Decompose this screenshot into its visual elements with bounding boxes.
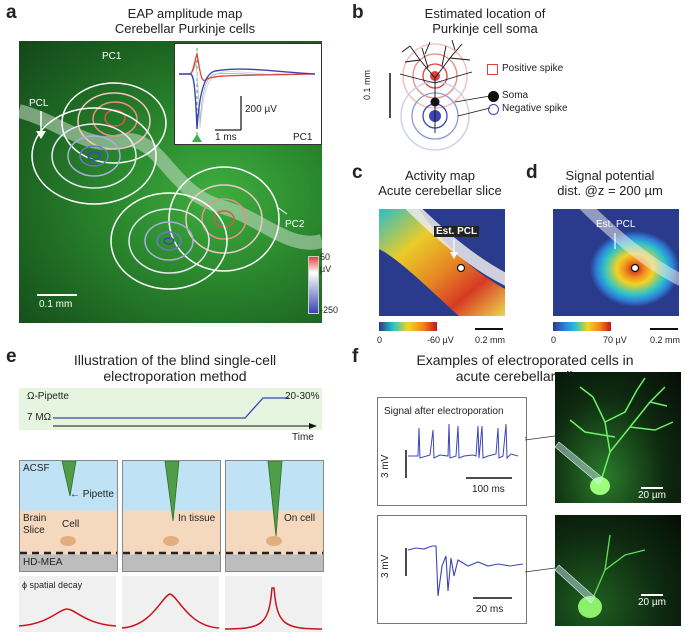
panel-d-letter: d xyxy=(526,162,538,183)
spike-waveform-inset: 200 µV 1 ms PC1 xyxy=(174,43,322,145)
trace2-time: 20 ms xyxy=(476,604,504,615)
legend-positive-icon xyxy=(487,64,498,75)
activity-colorbar xyxy=(379,322,437,331)
signal-cb-min: 0 xyxy=(551,335,557,345)
spike-waveforms xyxy=(179,48,316,142)
stage-on-cell: On cell xyxy=(225,460,324,572)
panel-b-title: Estimated location of Purkinje cell soma xyxy=(375,6,595,36)
colorbar-min: -250 xyxy=(320,305,339,315)
colorbar-max: 50 xyxy=(320,252,331,262)
panel-b-title-line1: Estimated location of xyxy=(424,6,546,21)
eap-amplitude-map: PC1 PC2 PCL 0.1 mm 200 µV 1 ms PC1 xyxy=(19,41,322,323)
trace1-voltage: 3 mV xyxy=(380,454,391,478)
panel-a-title: EAP amplitude map Cerebellar Purkinje ce… xyxy=(70,6,300,36)
time-label: Time xyxy=(292,432,314,443)
panel-c-title: Activity map Acute cerebellar slice xyxy=(360,168,520,198)
panel-b-title-line2: Purkinje cell soma xyxy=(432,21,538,36)
activity-map: Est. PCL xyxy=(379,209,505,316)
increase-label: 20-30% xyxy=(285,391,320,402)
legend-positive: Positive spike xyxy=(502,63,564,74)
soma-location-diagram xyxy=(389,39,491,151)
activity-est-pcl: Est. PCL xyxy=(434,226,480,237)
stage-approach: ACSF ← Pipette Brain Slice Cell HD-MEA xyxy=(19,460,118,572)
panel-a-title-line1: EAP amplitude map xyxy=(127,6,243,21)
panel-b-letter: b xyxy=(352,2,364,23)
stage-in-tissue: In tissue xyxy=(122,460,221,572)
panel-c-title-line2: Acute cerebellar slice xyxy=(378,183,502,198)
activity-scale: 0.2 mm xyxy=(475,335,506,345)
pipette-arrow-text: Pipette xyxy=(82,489,114,500)
panel-d-title: Signal potential dist. @z = 200 µm xyxy=(535,168,685,198)
panel-e-letter: e xyxy=(6,346,17,367)
inset-label: PC1 xyxy=(293,132,313,143)
link-line-1 xyxy=(525,435,555,441)
fluorescence-image-2: 20 µm xyxy=(555,515,681,626)
on-cell-label: On cell xyxy=(284,513,316,524)
signal-potential-map: Est. PCL xyxy=(553,209,679,316)
decay-plot-1: ϕ spatial decay xyxy=(19,576,116,632)
hdmea-label: HD-MEA xyxy=(23,557,63,568)
trace1-time: 100 ms xyxy=(472,484,505,495)
pc2-label: PC2 xyxy=(285,219,305,230)
fluorescence-image-1: 20 µm xyxy=(555,372,681,503)
acsf-label: ACSF xyxy=(23,463,50,474)
inset-voltage: 200 µV xyxy=(245,104,277,115)
legend-negative: Negative spike xyxy=(502,103,568,114)
pcl-label: PCL xyxy=(29,98,49,109)
decay-label: ϕ spatial decay xyxy=(22,580,83,590)
signal-colorbar xyxy=(553,322,611,331)
brain-label-1: Brain xyxy=(23,513,47,524)
panel-d-title-line1: Signal potential xyxy=(565,168,655,183)
eap-contours xyxy=(19,82,322,296)
colorbar-unit: µV xyxy=(320,264,332,274)
decay-plot-2 xyxy=(122,576,219,632)
panel-c-title-line1: Activity map xyxy=(404,168,476,183)
activity-cb-min: 0 xyxy=(377,335,383,345)
signal-est-pcl: Est. PCL xyxy=(596,219,636,230)
signal-scale: 0.2 mm xyxy=(650,335,681,345)
inset-time: 1 ms xyxy=(215,132,237,143)
scale-bar-label: 0.1 mm xyxy=(39,299,73,310)
eap-colorbar xyxy=(308,256,319,314)
signal-title: Signal after electroporation xyxy=(384,406,504,417)
panel-f-title-line1: Examples of electroporated cells in xyxy=(416,352,634,368)
resistance-timeline: Ω-Pipette 7 MΩ 20-30% xyxy=(19,388,322,430)
legend-negative-icon xyxy=(488,104,499,115)
legend-soma-icon xyxy=(488,91,499,102)
cell-label: Cell xyxy=(62,519,80,530)
panel-b-scale: 0.1 mm xyxy=(362,69,372,100)
trace-box-2: 3 mV 20 ms xyxy=(377,515,527,624)
pc1-label: PC1 xyxy=(102,51,122,62)
in-tissue-label: In tissue xyxy=(178,513,216,524)
brain-label-2: Slice xyxy=(23,525,45,536)
signal-scale-line xyxy=(650,328,678,330)
panel-e-title: Illustration of the blind single-cell el… xyxy=(20,352,330,384)
image1-scale: 20 µm xyxy=(638,490,666,501)
legend-soma: Soma xyxy=(502,90,529,101)
trace2-voltage: 3 mV xyxy=(380,554,391,578)
panel-f-letter: f xyxy=(352,346,359,367)
pipette-arrow-label: ← Pipette xyxy=(70,489,114,500)
image2-scale: 20 µm xyxy=(638,597,666,608)
panel-e-title-line2: electroporation method xyxy=(103,368,247,384)
panel-d-title-line2: dist. @z = 200 µm xyxy=(557,183,663,198)
panel-c-letter: c xyxy=(352,162,363,183)
resistance-label: 7 MΩ xyxy=(27,412,52,423)
link-line-2 xyxy=(525,567,555,573)
trace-box-1: Signal after electroporation 3 mV 100 ms xyxy=(377,397,527,506)
decay-plot-3 xyxy=(225,576,322,632)
panel-a-letter: a xyxy=(6,2,17,23)
pipette-label: Ω-Pipette xyxy=(27,391,69,402)
panel-a-title-line2: Cerebellar Purkinje cells xyxy=(114,21,256,36)
signal-cb-max: 70 µV xyxy=(603,335,627,345)
activity-scale-line xyxy=(475,328,503,330)
activity-cb-max: -60 µV xyxy=(427,335,454,345)
panel-e-title-line1: Illustration of the blind single-cell xyxy=(73,352,277,368)
